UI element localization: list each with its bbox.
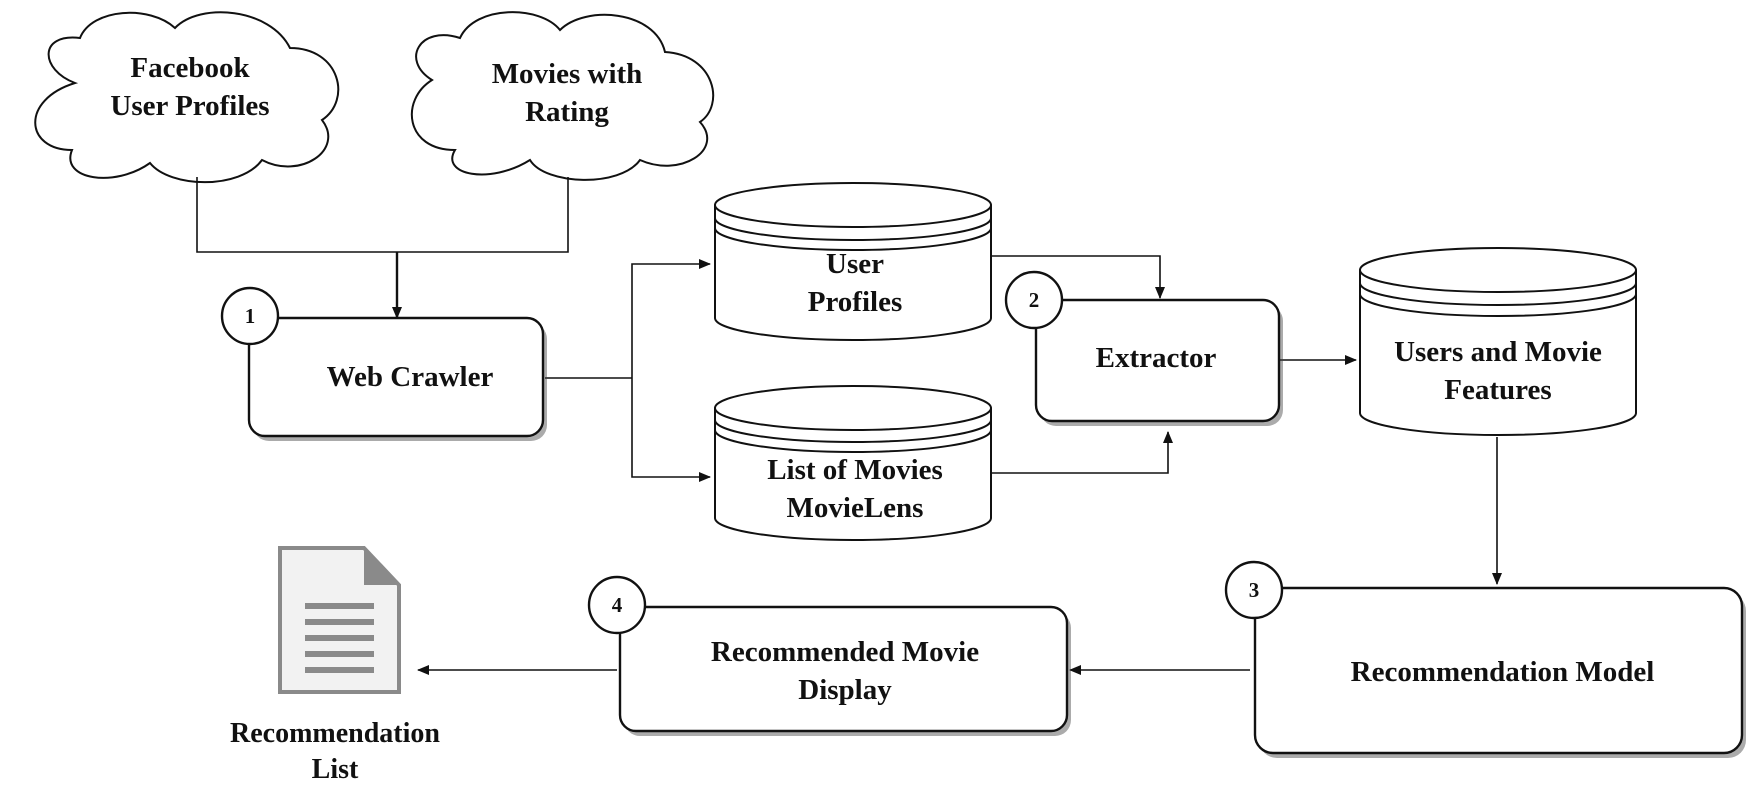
recommendation-model-label: Recommendation Model — [1350, 656, 1655, 689]
step-number-3: 3 — [1248, 577, 1260, 602]
box-extractor — [1034, 298, 1283, 426]
database-user-profiles — [714, 182, 992, 341]
box-recommendation-model — [1253, 586, 1746, 758]
step-circle-4 — [587, 575, 647, 635]
step-circle-1 — [220, 286, 280, 346]
step-number-2: 2 — [1028, 287, 1040, 312]
recommendation-list-label: Recommendation List — [230, 717, 440, 785]
step-circle-2 — [1004, 270, 1064, 330]
connector-movies — [397, 177, 569, 253]
document-icon — [278, 546, 401, 694]
cloud-facebook-label: Facebook User Profiles — [110, 52, 270, 122]
step-circle-3 — [1224, 560, 1284, 620]
user-profiles-label: User Profiles — [807, 248, 903, 318]
list-of-movies-label: List of Movies MovieLens — [767, 454, 943, 524]
step-number-4: 4 — [611, 592, 623, 617]
box-recommended-display — [618, 605, 1071, 736]
arrow-to-list-of-movies — [631, 378, 711, 482]
recommended-display-label: Recommended Movie Display — [710, 636, 980, 706]
extractor-label: Extractor — [1095, 342, 1217, 375]
database-list-of-movies — [714, 385, 992, 541]
step-number-1: 1 — [244, 303, 256, 328]
arrow-movies-to-extractor — [990, 431, 1173, 474]
database-features — [1359, 247, 1637, 436]
connector-facebook — [196, 177, 397, 253]
arrow-to-user-profiles — [631, 259, 711, 378]
cloud-movies-rating-label: Movies with Rating — [491, 58, 643, 128]
cloud-facebook — [34, 11, 340, 184]
arrow-user-profiles-to-extractor — [990, 255, 1165, 299]
features-label: Users and Movie Features — [1394, 336, 1602, 406]
cloud-movies-rating — [410, 11, 715, 181]
web-crawler-label: Web Crawler — [326, 361, 494, 394]
box-web-crawler — [247, 316, 547, 441]
